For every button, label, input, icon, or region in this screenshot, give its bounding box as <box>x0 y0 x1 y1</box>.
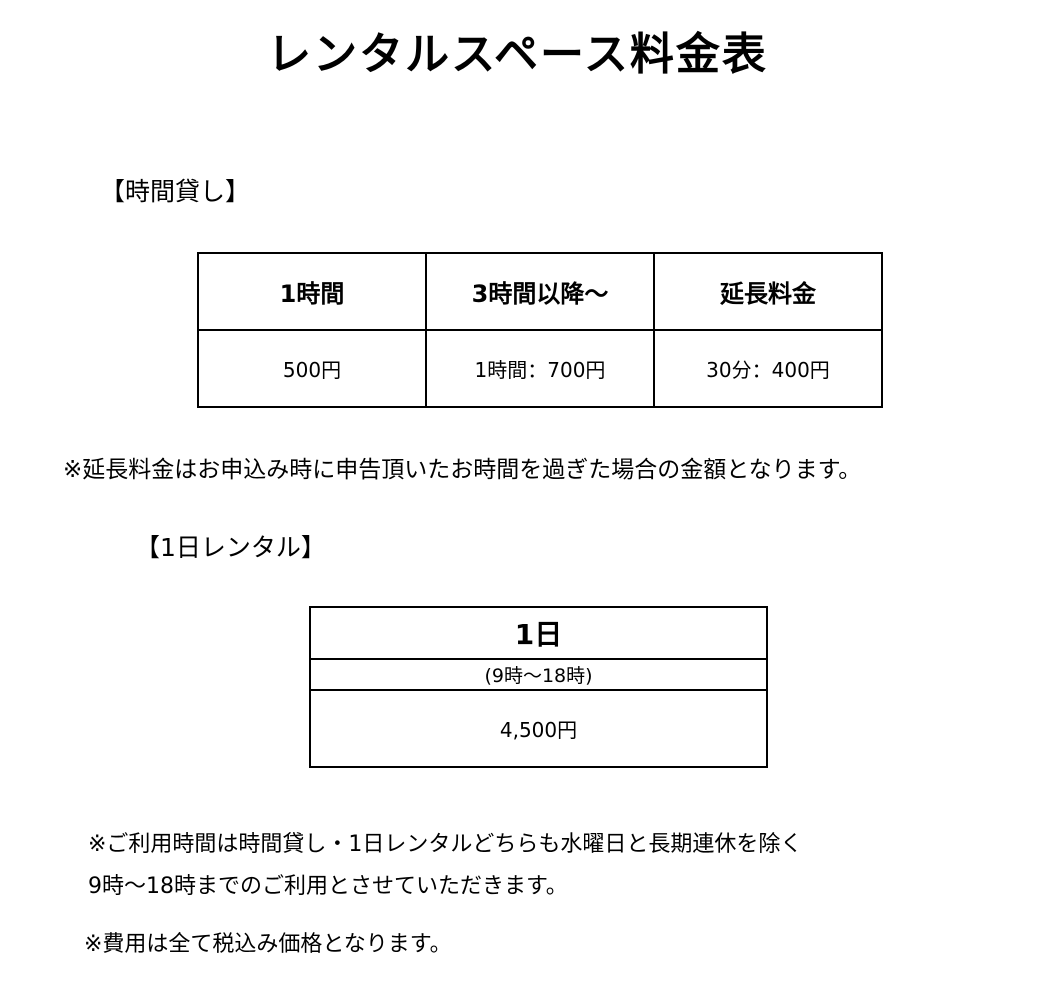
usage-note-line-2: 9時～18時までのご利用とさせていただきます。 <box>88 874 568 899</box>
price-1-hour: 500円 <box>197 329 427 408</box>
daily-price-table: 1日 (9時～18時) 4,500円 <box>309 606 768 768</box>
hourly-price-table: 1時間 3時間以降～ 延長料金 500円 1時間：700円 30分：400円 <box>197 252 884 408</box>
extension-note: ※延長料金はお申込み時に申告頂いたお時間を過ぎた場合の金額となります。 <box>63 457 862 483</box>
price-3-hours-plus: 1時間：700円 <box>424 329 655 408</box>
tax-note: ※費用は全て税込み価格となります。 <box>84 932 452 957</box>
table-header-row: 1時間 3時間以降～ 延長料金 <box>197 252 884 331</box>
usage-note-line-1: ※ご利用時間は時間貸し・1日レンタルどちらも水曜日と長期連休を除く <box>88 832 803 857</box>
page-title: レンタルスペース料金表 <box>267 29 768 80</box>
table-row: 500円 1時間：700円 30分：400円 <box>197 329 884 408</box>
header-extension-fee: 延長料金 <box>652 252 884 331</box>
table-header-row: 1日 <box>309 606 768 660</box>
daily-hours: (9時～18時) <box>309 658 768 691</box>
table-row: (9時～18時) <box>309 658 768 691</box>
header-1-hour: 1時間 <box>197 252 427 331</box>
daily-price: 4,500円 <box>309 689 768 768</box>
price-extension: 30分：400円 <box>652 329 884 408</box>
table-row: 4,500円 <box>309 689 768 768</box>
header-1-day: 1日 <box>309 606 768 660</box>
header-3-hours-plus: 3時間以降～ <box>424 252 655 331</box>
daily-section-heading: 【1日レンタル】 <box>135 533 326 562</box>
hourly-section-heading: 【時間貸し】 <box>100 177 251 206</box>
